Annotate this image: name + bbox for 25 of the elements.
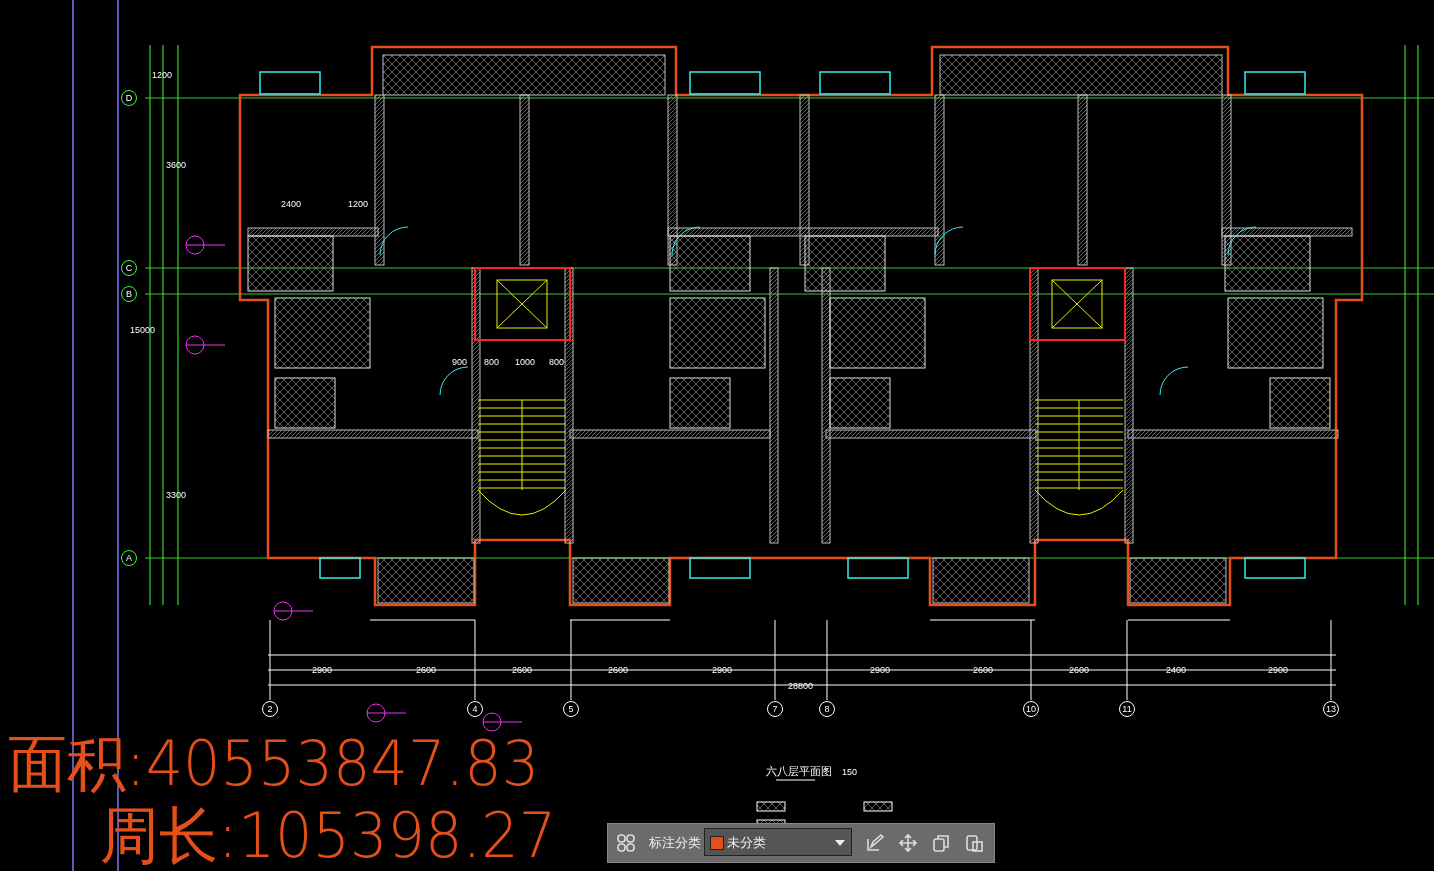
dimension-text: 800 bbox=[549, 357, 565, 367]
dimension-text: 3300 bbox=[166, 490, 187, 500]
dimension-text: 2400 bbox=[1166, 665, 1187, 675]
dimension-text: 900 bbox=[452, 357, 468, 367]
dimension-text: 2600 bbox=[973, 665, 994, 675]
scale-text: 150 bbox=[842, 767, 858, 777]
dimension-text: 1200 bbox=[348, 199, 369, 209]
dimension-text: 2600 bbox=[416, 665, 437, 675]
toolbar-label: 标注分类 bbox=[649, 835, 701, 851]
dimension-text: 1200 bbox=[152, 70, 173, 80]
category-dropdown: 未分类 bbox=[704, 828, 852, 856]
dimension-text: 28800 bbox=[788, 681, 814, 691]
dimension-text: 2900 bbox=[1268, 665, 1289, 675]
dimension-text: 15000 bbox=[130, 325, 156, 335]
dimension-text: 1000 bbox=[515, 357, 536, 367]
dimension-text: 2400 bbox=[281, 199, 302, 209]
drawing-title: 六八层平面图 bbox=[766, 765, 832, 777]
dimension-text: 2900 bbox=[712, 665, 733, 675]
dimension-text: 2600 bbox=[608, 665, 629, 675]
dimension-text: 2900 bbox=[312, 665, 333, 675]
dimension-text: 800 bbox=[484, 357, 500, 367]
dimension-text: 3600 bbox=[166, 160, 187, 170]
dimension-text: 2600 bbox=[1069, 665, 1090, 675]
dimension-text: 2600 bbox=[512, 665, 533, 675]
dimension-text: 2900 bbox=[870, 665, 891, 675]
